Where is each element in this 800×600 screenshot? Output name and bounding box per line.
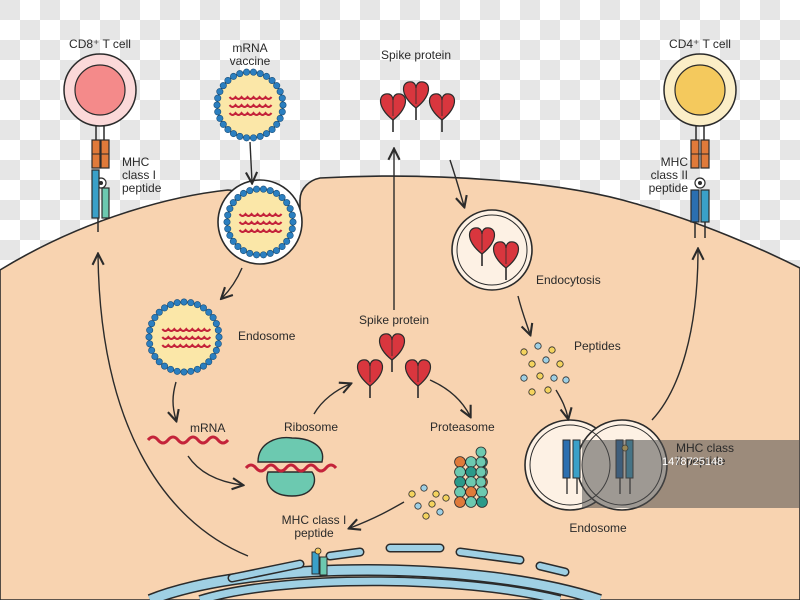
nucleus-er: [147, 543, 602, 600]
proteasome-peptides: [408, 484, 450, 520]
label-spike-protein-cytoplasm: Spike protein: [358, 313, 430, 327]
arrow-spike-to-endocytosis: [449, 159, 464, 206]
proteasome: [454, 446, 488, 508]
arrow-to-endosome: [222, 267, 243, 298]
peptides-cluster: [520, 342, 570, 396]
label-endosome-left: Endosome: [238, 329, 296, 343]
label-mrna: mRNA: [190, 421, 226, 435]
er-mhc-class-i: [311, 547, 328, 576]
label-spike-protein-outside: Spike protein: [380, 48, 452, 62]
arrow-er-to-cd8: [98, 255, 249, 557]
spike-proteins-outside: [379, 81, 456, 132]
cd4-t-cell: [663, 53, 737, 238]
label-endosome-right: Endosome: [569, 521, 627, 535]
label-mhc-class-ii-top: MHC class II peptide: [648, 155, 688, 195]
arrow-proteasome-to-er: [350, 501, 405, 528]
label-endocytosis: Endocytosis: [536, 273, 601, 287]
label-proteasome: Proteasome: [430, 420, 495, 434]
label-ribosome: Ribosome: [284, 420, 339, 434]
arrow-endosome-to-cd4: [651, 250, 698, 421]
mrna-strand: [146, 435, 230, 445]
arrow-vaccine-to-cell: [250, 141, 252, 182]
spike-proteins-cytoplasm: [356, 333, 432, 398]
label-mhc-class-i-top: MHC class I peptide: [122, 155, 162, 195]
label-mhc-class-ii-right: MHC class II peptide: [676, 441, 735, 468]
label-peptides: Peptides: [574, 339, 621, 353]
watermark-id: 1478725148: [662, 456, 724, 468]
mrna-vaccine-lnp: [213, 68, 287, 142]
label-mhc-class-i-bottom: MHC class I peptide: [281, 513, 347, 540]
label-cd4-t-cell: CD4⁺ T cell: [669, 37, 731, 51]
pathway-arrows: [98, 141, 698, 557]
endocytosis-vesicle: [451, 209, 533, 291]
label-cd8-t-cell: CD8⁺ T cell: [69, 37, 131, 51]
arrow-endocytosis-to-peptides: [517, 295, 530, 334]
ribosome: [244, 436, 338, 497]
arrow-endosome-to-mrna: [173, 381, 176, 420]
watermark-banner: [582, 440, 800, 508]
label-mrna-vaccine: mRNA vaccine: [229, 41, 271, 68]
arrow-ribosome-to-spike: [313, 384, 350, 415]
endosome-lnp: [145, 298, 223, 376]
arrow-peptides-to-endosome: [555, 389, 568, 418]
cell-cytoplasm: [0, 175, 800, 600]
entering-lnp-vesicle: [217, 179, 303, 265]
cd8-t-cell: [63, 53, 137, 232]
arrow-mrna-to-ribosome: [187, 455, 242, 485]
arrow-spike-to-proteasome: [429, 379, 470, 416]
